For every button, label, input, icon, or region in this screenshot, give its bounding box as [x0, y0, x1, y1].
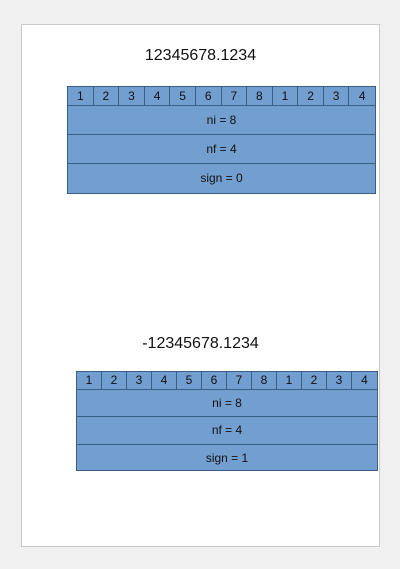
ni-row: ni = 8 [77, 390, 377, 417]
number-layout-table: 1 2 3 4 5 6 7 8 1 2 3 4 ni = 8 nf = 4 si… [76, 371, 378, 471]
nf-row: nf = 4 [68, 135, 375, 164]
digit-cell: 1 [77, 372, 102, 389]
digit-cell: 6 [202, 372, 227, 389]
digit-cell: 8 [252, 372, 277, 389]
digit-row: 1 2 3 4 5 6 7 8 1 2 3 4 [77, 372, 377, 390]
number-title: 12345678.1234 [144, 47, 257, 64]
digit-cell: 7 [222, 87, 248, 105]
number-title: -12345678.1234 [142, 335, 259, 352]
digit-cell: 3 [127, 372, 152, 389]
digit-cell: 1 [277, 372, 302, 389]
digit-cell: 2 [102, 372, 127, 389]
digit-cell: 1 [273, 87, 299, 105]
digit-cell: 2 [94, 87, 120, 105]
document-page: 12345678.1234 1 2 3 4 5 6 7 8 1 2 3 4 ni… [21, 24, 380, 547]
digit-cell: 2 [298, 87, 324, 105]
digit-cell: 8 [247, 87, 273, 105]
digit-cell: 4 [152, 372, 177, 389]
digit-row: 1 2 3 4 5 6 7 8 1 2 3 4 [68, 87, 375, 106]
digit-cell: 2 [302, 372, 327, 389]
digit-cell: 1 [68, 87, 94, 105]
digit-cell: 7 [227, 372, 252, 389]
digit-cell: 3 [327, 372, 352, 389]
ni-row: ni = 8 [68, 106, 375, 135]
sign-row: sign = 0 [200, 171, 243, 185]
sign-row: sign = 1 [205, 451, 249, 465]
nf-row: nf = 4 [77, 417, 377, 445]
digit-cell: 5 [177, 372, 202, 389]
digit-cell: 4 [145, 87, 171, 105]
digit-cell: 6 [196, 87, 222, 105]
digit-cell: 3 [119, 87, 145, 105]
digit-cell: 5 [170, 87, 196, 105]
digit-cell: 3 [324, 87, 350, 105]
digit-cell: 4 [358, 89, 366, 103]
number-layout-table: 1 2 3 4 5 6 7 8 1 2 3 4 ni = 8 nf = 4 si… [67, 86, 376, 194]
digit-cell: 4 [361, 373, 368, 387]
